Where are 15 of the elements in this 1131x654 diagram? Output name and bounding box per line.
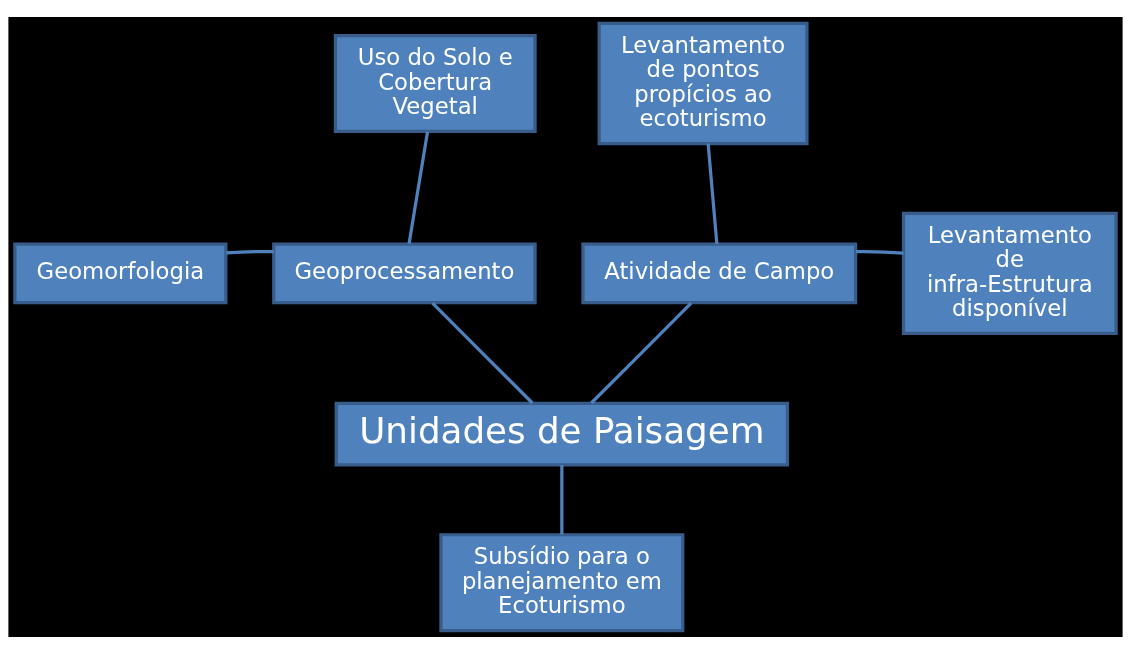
connector [226, 249, 274, 255]
connector [431, 302, 534, 405]
node-box: Levantamento de pontos propícios ao ecoturismo [597, 21, 809, 146]
connector [856, 249, 904, 255]
connector [560, 465, 564, 535]
node-box: Uso do Solo e Cobertura Vegetal [333, 34, 537, 134]
node-box: Unidades de Paisagem [334, 401, 790, 467]
node-box: Atividade de Campo [581, 242, 858, 305]
node-box: Levantamento de infra-Estrutura disponível [901, 211, 1118, 336]
node-box: Subsídio para o planejamento em Ecoturismo [439, 533, 685, 633]
node-box: Geoprocessamento [272, 242, 537, 305]
connector [407, 131, 430, 244]
connector [590, 302, 693, 405]
connector [706, 143, 719, 245]
node-box: Geomorfologia [13, 242, 228, 305]
